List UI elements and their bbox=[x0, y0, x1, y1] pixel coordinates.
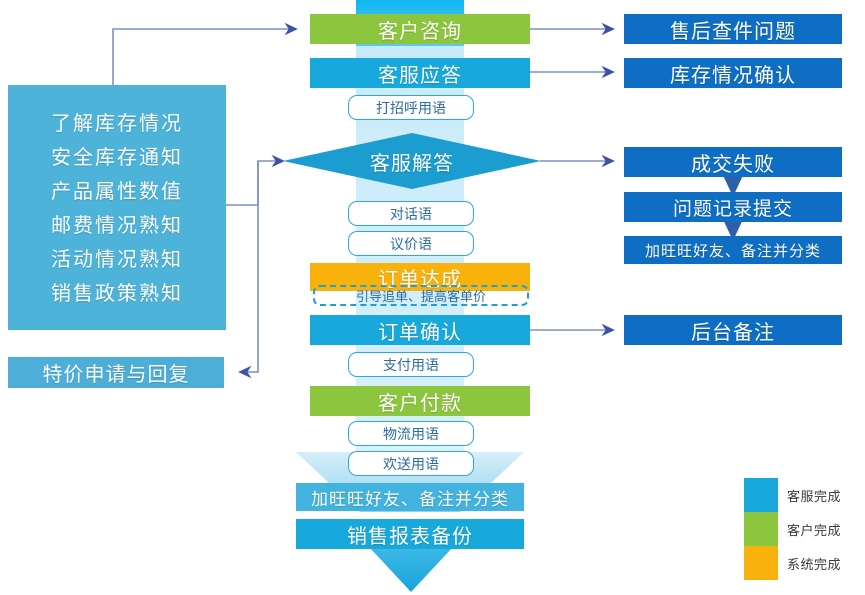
step-logistics-script[interactable]: 物流用语 bbox=[348, 421, 474, 446]
step-bargain-script[interactable]: 议价语 bbox=[348, 231, 474, 256]
step-dialog-script[interactable]: 对话语 bbox=[348, 201, 474, 226]
step-add-friend-tag[interactable]: 加旺旺好友、备注并分类 bbox=[296, 483, 524, 511]
legend: 客服完成 客户完成 系统完成 bbox=[744, 478, 859, 582]
branch-issue-record[interactable]: 问题记录提交 bbox=[624, 192, 842, 222]
legend-row-system: 系统完成 bbox=[744, 546, 841, 580]
panel-line: 产品属性数值 bbox=[51, 178, 183, 203]
legend-label: 客服完成 bbox=[787, 489, 842, 505]
branch-after-sales-query[interactable]: 售后查件问题 bbox=[624, 14, 842, 44]
knowledge-panel: 了解库存情况 安全库存通知 产品属性数值 邮费情况熟知 活动情况熟知 销售政策熟… bbox=[8, 85, 226, 330]
step-customer-inquiry[interactable]: 客户咨询 bbox=[310, 14, 530, 44]
legend-swatch-system bbox=[744, 546, 778, 580]
panel-line: 安全库存通知 bbox=[51, 144, 183, 169]
panel-line: 了解库存情况 bbox=[51, 110, 183, 135]
step-service-response[interactable]: 客服应答 bbox=[310, 58, 530, 88]
step-order-confirm[interactable]: 订单确认 bbox=[310, 315, 530, 345]
step-customer-payment[interactable]: 客户付款 bbox=[310, 386, 530, 416]
step-greeting-script[interactable]: 打招呼用语 bbox=[348, 95, 474, 120]
branch-backend-note[interactable]: 后台备注 bbox=[624, 315, 842, 345]
legend-row-service: 客服完成 bbox=[744, 478, 841, 512]
branch-stock-confirm[interactable]: 库存情况确认 bbox=[624, 58, 842, 88]
panel-line: 销售政策熟知 bbox=[51, 280, 183, 305]
step-payment-script[interactable]: 支付用语 bbox=[348, 352, 474, 377]
diamond-label: 客服解答 bbox=[370, 150, 454, 175]
panel-line: 邮费情况熟知 bbox=[51, 212, 183, 237]
branch-deal-failed[interactable]: 成交失败 bbox=[624, 147, 842, 177]
branch-add-friend-tag-2[interactable]: 加旺旺好友、备注并分类 bbox=[624, 236, 842, 264]
step-farewell-script[interactable]: 欢送用语 bbox=[348, 451, 474, 476]
step-sales-report-backup[interactable]: 销售报表备份 bbox=[296, 519, 524, 549]
legend-swatch-service bbox=[744, 478, 778, 512]
legend-label: 系统完成 bbox=[787, 557, 842, 573]
step-upsell-note[interactable]: 引导追单、提高客单价 bbox=[313, 285, 529, 306]
step-service-answer[interactable]: 客服解答 bbox=[283, 133, 541, 189]
diamond-shape bbox=[283, 133, 541, 189]
legend-row-customer: 客户完成 bbox=[744, 512, 841, 546]
panel-line: 活动情况熟知 bbox=[51, 246, 183, 271]
legend-label: 客户完成 bbox=[787, 523, 842, 539]
special-price-box[interactable]: 特价申请与回复 bbox=[8, 357, 224, 388]
legend-swatch-customer bbox=[744, 512, 778, 546]
